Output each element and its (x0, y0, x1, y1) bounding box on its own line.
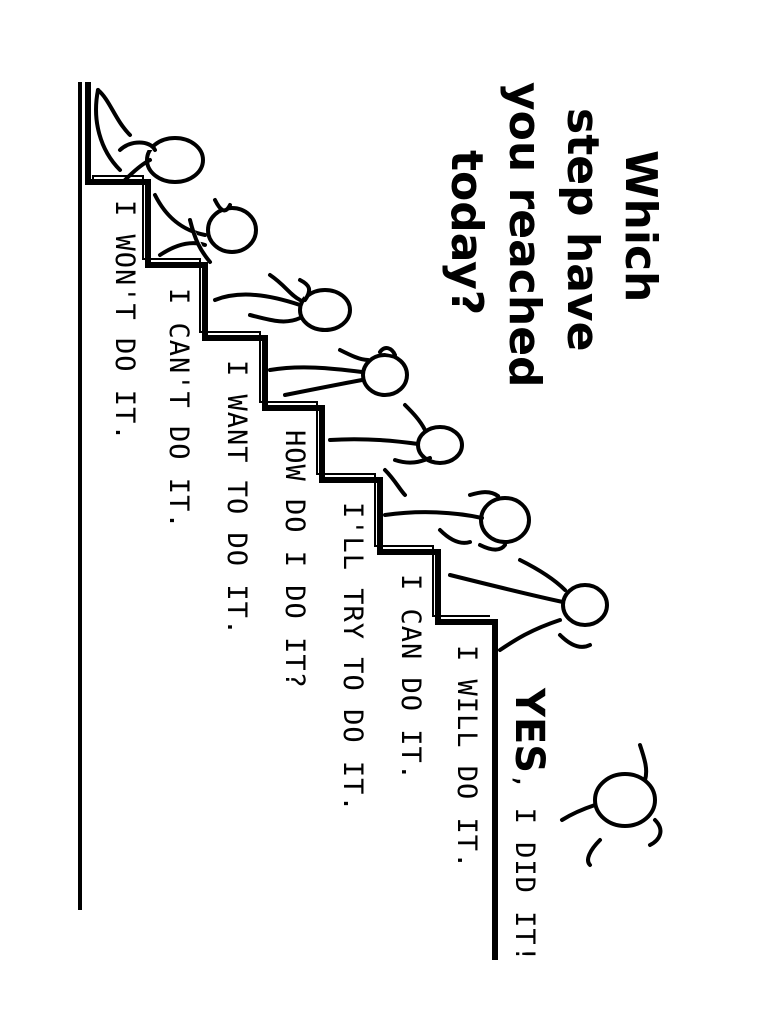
staircase-inner-line (92, 175, 490, 617)
final-step-rest: , I DID IT! (509, 773, 540, 963)
title-line-3: you reached (499, 82, 550, 388)
stick-figure-step-6 (383, 490, 531, 552)
title-line-2: step have (557, 108, 608, 352)
step-label-2: I CAN'T DO IT. (163, 288, 194, 530)
stick-figure-step-2 (153, 193, 258, 264)
staircase-outline (85, 82, 498, 960)
title-line-1: Which (615, 150, 666, 303)
stick-figure-step-3 (213, 273, 352, 332)
step-label-7: I WILL DO IT. (451, 645, 482, 870)
step-label-5: I'LL TRY TO DO IT. (337, 502, 368, 813)
stick-figure-step-7 (448, 558, 609, 652)
step-label-6: I CAN DO IT. (395, 574, 426, 782)
title-line-4: today? (441, 150, 492, 316)
stick-figure-step-1 (94, 88, 205, 184)
stick-figure-step-4 (268, 346, 409, 397)
stick-figure-celebrating (560, 743, 663, 867)
step-label-4: HOW DO I DO IT? (279, 430, 310, 689)
step-label-1: I WON'T DO IT. (109, 200, 140, 442)
stick-figure-step-5 (328, 403, 464, 497)
final-step-emphasis: YES (506, 688, 552, 774)
final-step-label: YES, I DID IT! (506, 688, 552, 963)
step-label-3: I WANT TO DO IT. (221, 360, 252, 637)
